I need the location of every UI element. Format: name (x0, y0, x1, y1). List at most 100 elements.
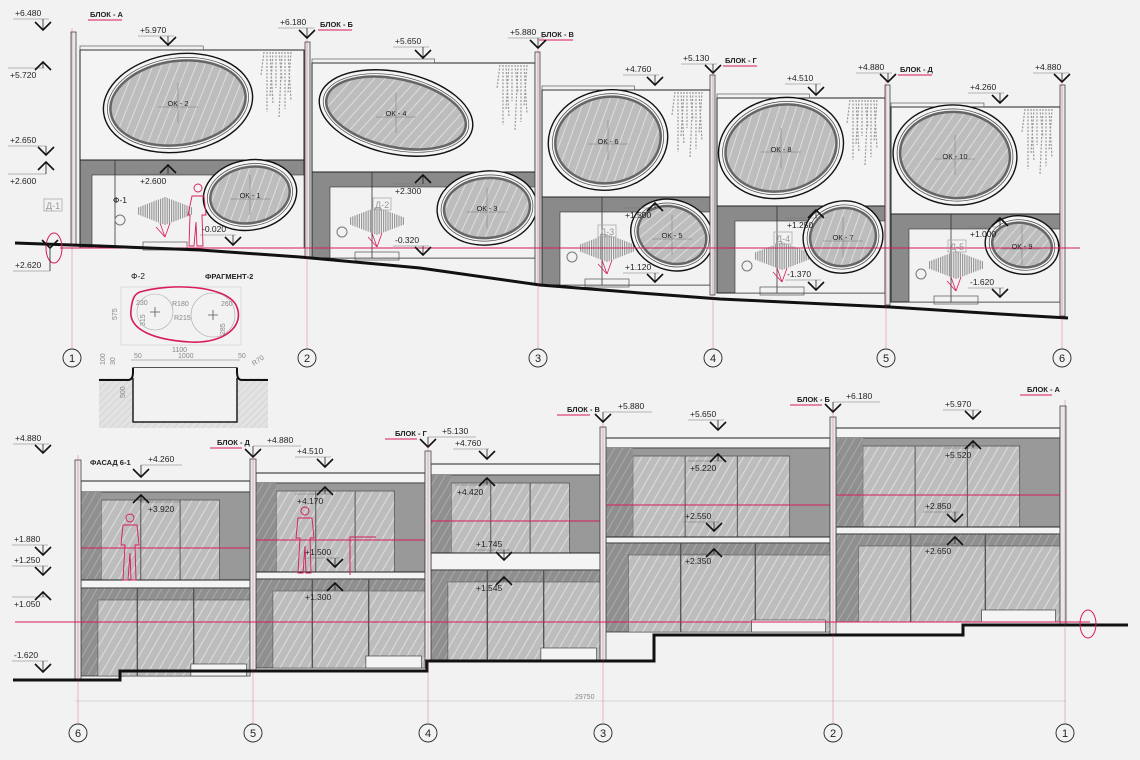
level-value: +1.250 (14, 555, 41, 565)
level-marker: +4.880 (13, 433, 52, 455)
level-marker: +4.760 (623, 64, 664, 87)
floor-slab (430, 552, 601, 571)
fragment-title: ФРАГМЕНТ-2 (205, 272, 253, 281)
planter (584, 278, 630, 288)
level-markers: +6.480+5.720+2.650+2.600+2.620+5.970+6.1… (8, 8, 1071, 674)
level-value: +4.510 (297, 446, 324, 456)
grid-axis-label: 5 (883, 353, 889, 365)
level-marker: +1.250 (12, 555, 52, 577)
block-section (80, 480, 251, 677)
level-value: +2.650 (10, 135, 37, 145)
fragment-section: 50 1000 50 R70 100 30 500 (99, 353, 268, 428)
window-frame-inner (322, 73, 470, 153)
tree-trunk (772, 267, 788, 283)
tree-trunk (155, 222, 171, 238)
level-marker: +4.880 (856, 62, 897, 84)
wall-lamp (915, 268, 927, 280)
window-label: ОК - 3 (476, 204, 497, 213)
hanging-vines (1039, 108, 1044, 138)
dimension-label: 1000 (178, 353, 194, 360)
level-marker: +6.180 (824, 391, 880, 414)
level-marker: +1.300 (303, 581, 344, 602)
block-elevation (541, 85, 714, 288)
level-arrow-up-icon (964, 439, 982, 450)
level-marker: +4.510 (295, 446, 334, 469)
level-marker: +5.970 (138, 25, 177, 47)
hanging-vines (689, 91, 694, 121)
window-frame-inner (896, 108, 1014, 202)
level-value: +4.760 (625, 64, 652, 74)
level-marker: +2.600 (138, 163, 177, 186)
window-label: ОК - 6 (597, 137, 618, 146)
level-marker: +1.545 (474, 575, 513, 593)
grid-axis-bubble (1055, 723, 1075, 743)
roof-slab (605, 437, 831, 449)
window-centre-mark (230, 175, 270, 215)
level-arrow-down-icon (37, 146, 55, 157)
hanging-vines (278, 51, 283, 81)
entry-steps (540, 647, 597, 661)
level-value: +5.130 (442, 426, 469, 436)
level-value: +5.130 (683, 53, 710, 63)
block-section (835, 427, 1061, 623)
person-head (300, 506, 310, 516)
grid-axis-label: 3 (535, 353, 541, 365)
level-value: -0.320 (395, 235, 419, 245)
window-frame-inner (806, 204, 880, 270)
level-value: +2.620 (15, 260, 42, 270)
tree-trunk (597, 259, 613, 275)
level-value: +6.180 (280, 17, 307, 27)
dimension-label: 30 (110, 357, 117, 365)
dimension-label: 575 (112, 308, 119, 320)
block-elevation (311, 58, 538, 261)
wall-lamp (741, 260, 753, 272)
window-centre-mark (376, 93, 416, 133)
level-marker: +3.920 (132, 493, 182, 514)
dimension-label: R70 (251, 354, 266, 367)
level-arrow-up-icon (807, 208, 825, 219)
hanging-vines (846, 99, 851, 124)
upper-wall-shade (256, 483, 277, 572)
level-marker: +5.650 (688, 409, 727, 432)
upper-glazing (632, 455, 791, 538)
level-value: -1.620 (14, 650, 38, 660)
level-arrow-up-icon (132, 493, 150, 504)
overall-dimension: 29750 (575, 694, 595, 701)
floor-slab (605, 536, 831, 544)
level-value: +1.050 (14, 599, 41, 609)
level-value: +1.120 (625, 262, 652, 272)
level-value: -1.620 (970, 277, 994, 287)
level-arrow-down-icon (879, 73, 897, 84)
block-label: БЛОК - Д (217, 438, 251, 447)
entry-steps (981, 609, 1056, 623)
level-marker: +2.850 (923, 501, 964, 524)
level-arrow-up-icon (414, 173, 432, 184)
dimension-label: 50 (238, 353, 246, 360)
block-label: БЛОК - В (567, 405, 601, 414)
level-value: +6.480 (15, 8, 42, 18)
window-frame-inner (206, 163, 294, 227)
hanging-vines (1039, 108, 1044, 175)
level-arrow-down-icon (807, 281, 825, 292)
person-head (125, 513, 135, 523)
level-marker: +4.510 (785, 73, 825, 97)
window-centre-mark (467, 188, 507, 228)
level-arrow-up-icon (326, 581, 344, 592)
grid-axis-bubble (703, 348, 723, 368)
window-label: ОК - 1 (239, 191, 260, 200)
level-marker: +5.970 (943, 399, 982, 421)
level-marker: +1.250 (785, 208, 825, 230)
grid-axis-bubble (418, 723, 438, 743)
grid-axis-label: 6 (1059, 353, 1065, 365)
roof-slab (255, 472, 426, 484)
level-marker: +1.745 (474, 539, 513, 562)
facade-title: ФАСАД 6-1 (90, 458, 131, 467)
hanging-vines (1030, 108, 1035, 154)
hanging-vines (514, 64, 519, 94)
window-frame-inner (107, 57, 249, 149)
level-arrow-down-icon (34, 21, 52, 32)
window-centre-mark (935, 135, 975, 175)
planter (933, 295, 979, 305)
level-marker: +4.260 (132, 454, 182, 479)
level-value: +5.880 (510, 27, 537, 37)
